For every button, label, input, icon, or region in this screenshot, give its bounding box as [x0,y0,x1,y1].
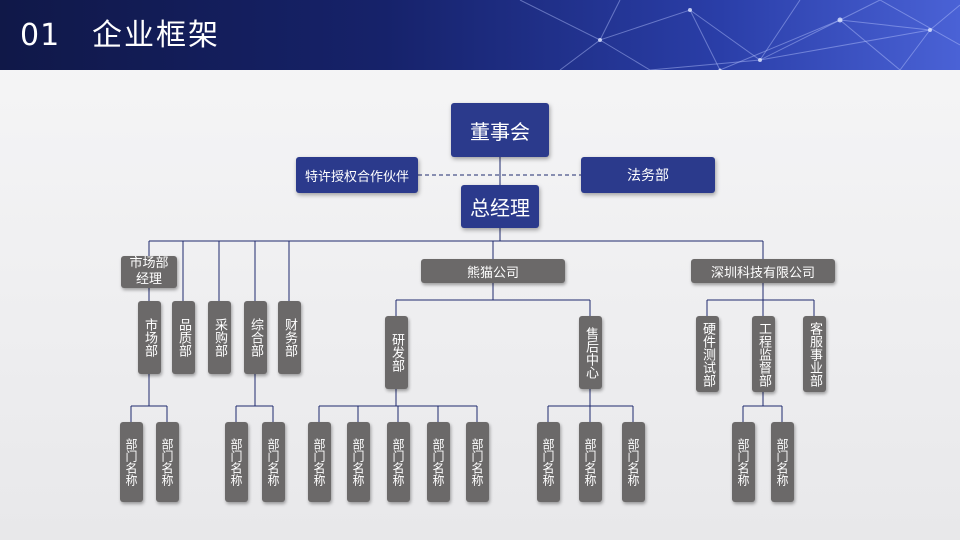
sub-unit: 部门名称 [771,422,794,502]
general-manager-box: 总经理 [461,185,539,228]
sub-unit: 部门名称 [347,422,370,502]
dept-rd: 研发部 [385,316,408,389]
section-number: 01 [20,18,61,53]
network-decoration [519,0,960,70]
panda-company-box: 熊猫公司 [421,259,565,283]
sub-unit: 部门名称 [120,422,143,502]
dept-customer-service: 客服事业部 [803,316,826,392]
dept-hardware-test: 硬件测试部 [696,316,719,392]
board-box: 董事会 [451,103,549,157]
dept-quality: 品质部 [172,301,195,374]
sub-unit: 部门名称 [732,422,755,502]
sub-unit: 部门名称 [225,422,248,502]
dept-purchase: 采购部 [208,301,231,374]
shenzhen-company-box: 深圳科技有限公司 [691,259,835,283]
sub-unit: 部门名称 [622,422,645,502]
sub-unit: 部门名称 [427,422,450,502]
sub-unit: 部门名称 [262,422,285,502]
sub-unit: 部门名称 [537,422,560,502]
legal-dept-box: 法务部 [581,157,715,193]
dept-aftersales: 售后中心 [579,316,602,389]
dept-finance: 财务部 [278,301,301,374]
header-banner: 01 企业框架 [0,0,960,70]
sub-unit: 部门名称 [156,422,179,502]
page-title: 企业框架 [92,18,220,53]
dept-general: 综合部 [244,301,267,374]
sub-unit: 部门名称 [387,422,410,502]
sub-unit: 部门名称 [308,422,331,502]
dept-market: 市场部 [138,301,161,374]
sub-unit: 部门名称 [466,422,489,502]
market-manager-box: 市场部经理 [121,256,177,288]
franchise-partner-box: 特许授权合作伙伴 [296,157,418,193]
sub-unit: 部门名称 [579,422,602,502]
dept-engineering-supervision: 工程监督部 [752,316,775,392]
